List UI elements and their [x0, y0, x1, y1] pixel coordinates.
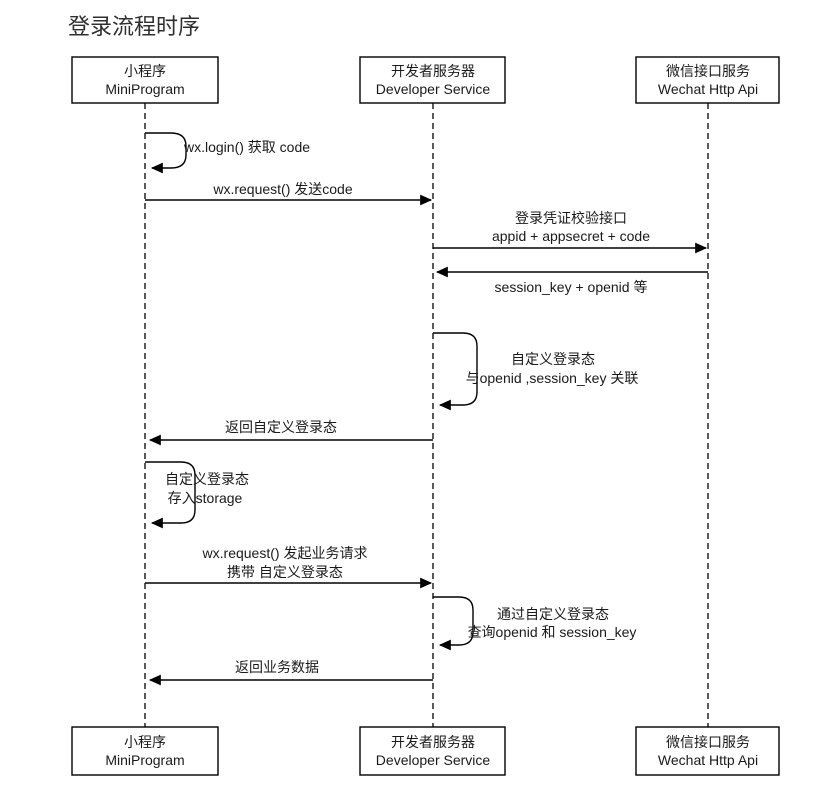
message-label: session_key + openid 等 [495, 279, 648, 295]
actor-bottom-developer-service: 开发者服务器 Developer Service [359, 726, 506, 776]
actor-box [635, 726, 780, 776]
actor-name-en: MiniProgram [105, 752, 184, 768]
actor-top-developer-service: 开发者服务器 Developer Service [359, 56, 506, 104]
actor-bottom-miniprogram: 小程序 MiniProgram [71, 726, 219, 776]
message-label-line2: 携带 自定义登录态 [227, 564, 343, 580]
actor-name-zh: 微信接口服务 [666, 63, 750, 79]
self-message-arrow [433, 596, 474, 651]
actor-name-zh: 小程序 [124, 734, 166, 750]
message-business-request: wx.request() 发起业务请求 携带 自定义登录态 [145, 545, 433, 589]
message-label-line1: 自定义登录态 [511, 351, 595, 367]
actor-name-zh: 开发者服务器 [391, 734, 475, 750]
self-message-arrow [433, 332, 478, 411]
actor-box [635, 56, 780, 104]
message-session-key-return: session_key + openid 等 [435, 266, 708, 295]
actor-name-en: MiniProgram [105, 81, 184, 97]
actor-box [359, 726, 506, 776]
message-label-line2: 与openid ,session_key 关联 [466, 370, 639, 386]
message-label: 返回业务数据 [235, 659, 319, 675]
message-label-line2: appid + appsecret + code [492, 228, 650, 244]
message-self-wx-login: wx.login() 获取 code [145, 132, 310, 174]
message-label-line1: 自定义登录态 [165, 471, 249, 487]
self-message-arrow [145, 461, 196, 529]
message-return-business-data: 返回业务数据 [148, 659, 433, 686]
message-label-line2: 查询openid 和 session_key [468, 624, 637, 640]
message-self-custom-login-state: 自定义登录态 与openid ,session_key 关联 [433, 332, 639, 411]
actor-name-zh: 微信接口服务 [666, 734, 750, 750]
actor-bottom-wechat-api: 微信接口服务 Wechat Http Api [635, 726, 780, 776]
actor-name-en: Developer Service [376, 752, 491, 768]
diagram-title: 登录流程时序 [68, 14, 200, 39]
message-self-query-openid: 通过自定义登录态 查询openid 和 session_key [433, 596, 637, 651]
message-credential-check: 登录凭证校验接口 appid + appsecret + code [433, 210, 708, 254]
actor-name-en: Wechat Http Api [658, 752, 758, 768]
message-label-line1: 通过自定义登录态 [497, 606, 609, 622]
actor-box [71, 726, 219, 776]
message-self-store-storage: 自定义登录态 存入storage [145, 461, 249, 529]
actor-name-zh: 小程序 [124, 63, 166, 79]
message-return-custom-login-state: 返回自定义登录态 [148, 419, 433, 446]
message-label-line1: 登录凭证校验接口 [515, 210, 627, 226]
actor-top-miniprogram: 小程序 MiniProgram [71, 56, 219, 104]
message-label: wx.request() 发送code [212, 181, 352, 197]
message-label-line1: wx.request() 发起业务请求 [202, 545, 368, 561]
actor-top-wechat-api: 微信接口服务 Wechat Http Api [635, 56, 780, 104]
message-send-code: wx.request() 发送code [145, 181, 433, 206]
actor-box [359, 56, 506, 104]
message-label: 返回自定义登录态 [225, 419, 337, 435]
self-message-arrow [145, 132, 187, 174]
message-label: wx.login() 获取 code [183, 139, 310, 155]
actor-name-zh: 开发者服务器 [391, 63, 475, 79]
actor-name-en: Developer Service [376, 81, 491, 97]
actor-box [71, 56, 219, 104]
message-label-line2: 存入storage [168, 490, 243, 506]
actor-name-en: Wechat Http Api [658, 81, 758, 97]
